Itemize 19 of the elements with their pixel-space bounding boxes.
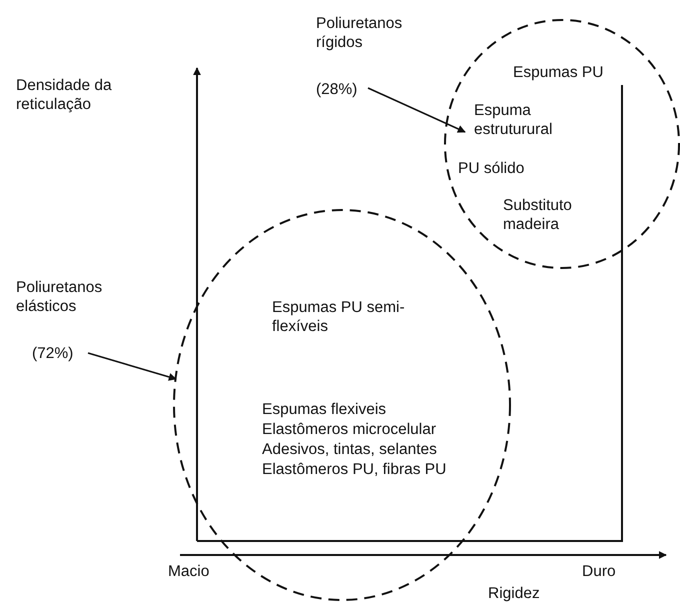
group-label: Poliuretanos rígidos bbox=[316, 14, 404, 52]
axis-end-label: Macio bbox=[168, 562, 210, 581]
region-item: PU sólido bbox=[458, 159, 526, 178]
region-item: Espumas PU bbox=[513, 63, 604, 82]
leader-arrow bbox=[88, 352, 177, 381]
region-item: Substituto madeira bbox=[503, 196, 573, 234]
axis-title: Rigidez bbox=[488, 584, 541, 603]
percentage-label: (72%) bbox=[32, 344, 74, 363]
group-label: Poliuretanos elásticos bbox=[16, 278, 104, 316]
region-item: Espumas flexiveis bbox=[262, 400, 388, 419]
region-item: Elastômeros PU, fibras PU bbox=[262, 460, 448, 479]
region-item: Espuma estruturural bbox=[474, 101, 554, 139]
leader-arrow bbox=[368, 87, 466, 133]
region-item: Espumas PU semi-flexíveis bbox=[272, 298, 406, 336]
region-item: Elastômeros microcelular bbox=[262, 420, 437, 439]
axis-title: Densidade da reticulação bbox=[16, 76, 113, 114]
region-item: Adesivos, tintas, selantes bbox=[262, 440, 438, 459]
axis-end-label: Duro bbox=[582, 562, 617, 581]
percentage-label: (28%) bbox=[316, 80, 358, 99]
